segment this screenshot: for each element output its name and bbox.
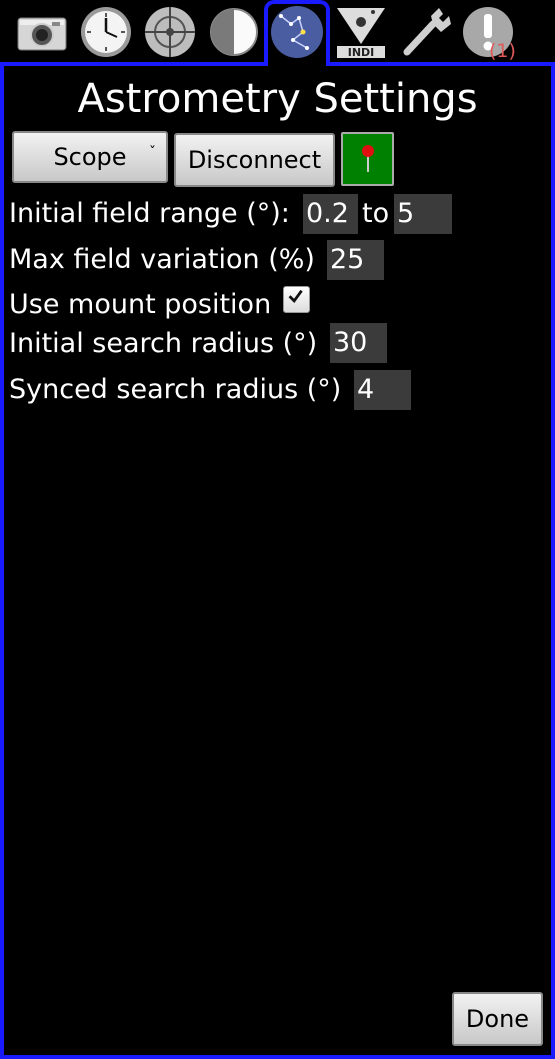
mount-position-checkbox[interactable] [283,286,310,313]
crosshair-icon[interactable] [142,4,198,60]
tabbar-divider-left [0,62,268,66]
chevron-down-icon: ˇ [149,145,156,161]
wrench-icon[interactable] [397,4,453,60]
alert-icon[interactable] [460,4,516,60]
max-variation-input[interactable]: 25 [327,240,384,280]
field-range-min-input[interactable]: 0.2 [303,194,358,234]
constellation-icon[interactable] [269,4,325,60]
tabbar-divider-right [326,62,555,66]
device-select[interactable]: Scope ˇ [12,131,168,183]
alert-count-badge: (1) [489,40,516,62]
camera-icon[interactable] [14,4,70,60]
field-range-to-label: to [362,198,390,229]
indi-label: INDI [348,46,375,59]
disconnect-button[interactable]: Disconnect [174,133,335,187]
indi-icon[interactable]: INDI [333,4,389,60]
synced-radius-input[interactable]: 4 [354,370,411,410]
max-variation-label: Max field variation (%) [9,244,315,275]
clock-icon[interactable] [78,4,134,60]
half-moon-icon[interactable] [206,4,262,60]
page-title: Astrometry Settings [77,76,478,122]
field-range-max-input[interactable]: 5 [394,194,452,234]
map-pin-icon [362,145,374,172]
settings-panel [0,62,555,1059]
location-pin-button[interactable] [341,132,394,186]
device-select-value: Scope [53,143,127,171]
initial-radius-label: Initial search radius (°) [9,328,318,359]
tab-bar: INDI (1) [0,0,555,66]
field-range-label: Initial field range (°): [9,198,290,229]
done-button[interactable]: Done [452,992,543,1046]
synced-radius-label: Synced search radius (°) [9,374,342,405]
initial-radius-input[interactable]: 30 [330,323,387,363]
mount-position-label: Use mount position [9,289,272,320]
checkmark-icon [288,289,303,304]
